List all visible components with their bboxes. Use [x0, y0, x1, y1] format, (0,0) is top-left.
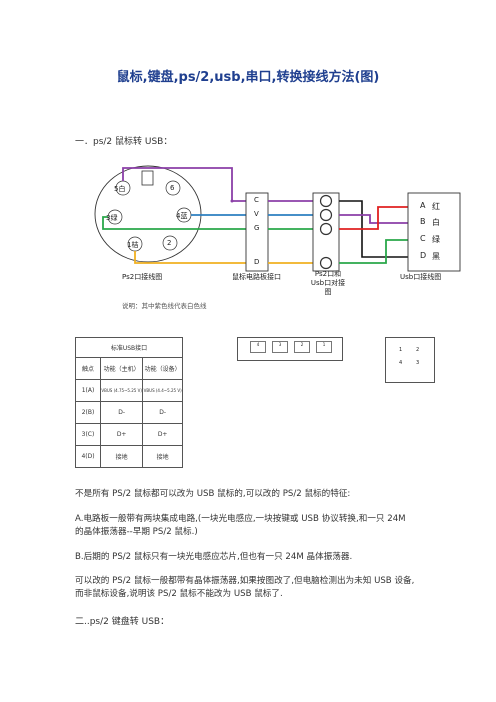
connector-b-pin: 2	[416, 347, 420, 353]
usb-pin-b-color: 白	[432, 218, 440, 227]
red-wire	[339, 206, 412, 230]
table-cell: VBUS (4.4~5.25 V)	[142, 379, 183, 402]
connector-b-pin: 1	[399, 347, 403, 353]
page-title: 鼠标,键盘,ps/2,usb,串口,转换接线方法(图)	[116, 70, 380, 85]
section-heading-ps2-mouse: 一．ps/2 鼠标转 USB：	[75, 137, 173, 147]
connector-a-pin: 4	[250, 341, 266, 353]
table-cell: D+	[142, 423, 183, 446]
section-heading-ps2-keyboard: 二..ps/2 键盘转 USB：	[75, 617, 170, 627]
mouse-label-g: G	[254, 224, 260, 232]
table-row: 3(C) D+ D+	[75, 423, 183, 446]
pin-label-6: 6	[170, 184, 175, 192]
caption-ps2-usb-line3: 图	[324, 288, 332, 296]
caption-ps2-usb-line2: Usb口对接	[310, 279, 346, 287]
usb-pin-a-letter: A	[420, 201, 426, 210]
pin-label-4: 4蓝	[176, 212, 188, 220]
paragraph: A.电路板一般带有两块集成电路,(一块光电感应,一块按键或 USB 协议转换,和…	[75, 514, 406, 537]
mouse-label-c: C	[254, 196, 259, 204]
usb-pin-d-color: 黑	[432, 252, 440, 261]
table-header: 触点	[75, 357, 101, 380]
caption-ps2-usb-line1: Ps2口和	[314, 270, 342, 278]
table-header: 功能（设备）	[142, 357, 183, 380]
usb-pin-b-letter: B	[420, 217, 426, 226]
table-cell: 接地	[142, 445, 183, 468]
caption-ps2-usb: Ps2口和 Usb口对接 图	[309, 270, 347, 297]
pin-label-2: 2	[167, 239, 172, 247]
table-cell: 1(A)	[75, 379, 101, 402]
usb-pinout-table: 标准USB接口 触点 功能（主机） 功能（设备） 1(A) VBUS (4.75…	[75, 337, 183, 468]
table-cell: 4(D)	[75, 445, 101, 468]
usb-connector-a-diagram: 4 3 2 1	[237, 337, 343, 361]
pin-label-3: 3绿	[106, 214, 118, 222]
table-title: 标准USB接口	[75, 337, 183, 358]
caption-mouse: 鼠标电路板接口	[232, 273, 281, 281]
connector-b-pin: 4	[399, 360, 403, 366]
orange-wire	[134, 251, 253, 264]
table-cell: 3(C)	[75, 423, 101, 446]
paragraph: 可以改的 PS/2 鼠标一般都带有晶体振荡器,如果按图改了,但电脑检测出为未知 …	[75, 576, 415, 599]
table-cell: 2(B)	[75, 401, 101, 424]
mouse-label-v: V	[254, 210, 259, 218]
paragraph: 不是所有 PS/2 鼠标都可以改为 USB 鼠标的,可以改的 PS/2 鼠标的特…	[75, 489, 351, 499]
usb-pin-c-color: 绿	[432, 235, 440, 244]
table-cell: D-	[142, 401, 183, 424]
mouse-label-d: D	[254, 258, 260, 266]
usb-pin-a-color: 红	[432, 202, 440, 211]
connector-a-pin: 2	[294, 341, 310, 353]
table-header: 功能（主机）	[99, 357, 144, 380]
table-cell: VBUS (4.75~5.25 V)	[99, 379, 144, 402]
pin-label-5: 5白	[114, 185, 126, 193]
table-cell: 接地	[99, 445, 144, 468]
table-cell: D-	[99, 401, 144, 424]
pin-label-1: 1桔	[127, 241, 139, 249]
table-cell: D+	[99, 423, 144, 446]
connector-a-pin: 1	[316, 341, 332, 353]
ps2-key-notch	[141, 170, 154, 186]
usb-pin-d-letter: D	[420, 251, 427, 260]
table-row: 2(B) D- D-	[75, 401, 183, 424]
table-row: 1(A) VBUS (4.75~5.25 V) VBUS (4.4~5.25 V…	[75, 379, 183, 402]
paragraph: B.后期的 PS/2 鼠标只有一块光电感应芯片,但也有一只 24M 晶体振荡器.	[75, 552, 353, 562]
purple-wire	[122, 167, 253, 202]
black-wire	[339, 200, 412, 258]
connector-a-pin: 3	[272, 341, 288, 353]
usb-connector-b-diagram: 1 2 4 3	[385, 337, 435, 383]
connector-b-pin: 3	[416, 360, 420, 366]
usb-pin-c-letter: C	[420, 234, 426, 243]
caption-usb: Usb口接线图	[400, 273, 442, 281]
diagram-note: 说明：其中紫色线代表白色线	[122, 302, 207, 310]
table-row: 4(D) 接地 接地	[75, 445, 183, 468]
caption-ps2: Ps2口接线图	[122, 273, 163, 281]
ps2-usb-box	[312, 192, 340, 272]
